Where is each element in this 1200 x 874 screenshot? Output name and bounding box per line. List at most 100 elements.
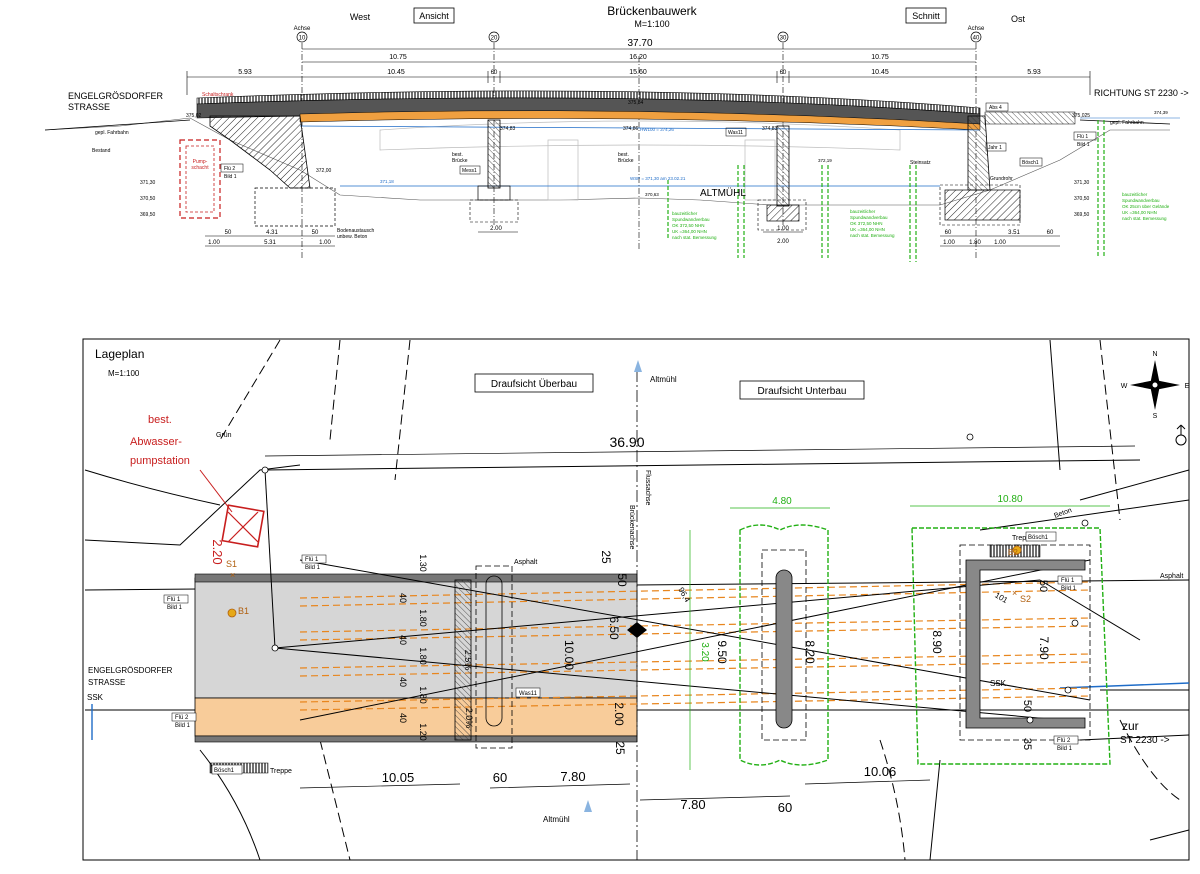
treppe-label-right: Treppe	[1012, 535, 1034, 542]
elevation-scale: M=1:100	[634, 19, 669, 29]
svg-text:2.00: 2.00	[490, 226, 502, 232]
brueckenachse-label: Brückenachse	[628, 505, 635, 549]
dim-10-45-right: 10.45	[871, 69, 889, 76]
level-370-50: 370,50	[140, 196, 156, 202]
elevation-view: Brückenbauwerk M=1:100 West Ost Ansicht …	[44, 4, 1189, 262]
right-foundation	[944, 189, 1021, 221]
svg-text:50: 50	[225, 230, 232, 236]
plan-view: Lageplan M=1:100 Draufsicht Überbau Drau…	[82, 338, 1190, 861]
svg-text:3.20: 3.20	[699, 642, 710, 662]
ueberbau-box	[474, 373, 594, 393]
left-road-label-2: STRASSE	[68, 102, 110, 112]
level-374-39: 374,39	[1154, 110, 1168, 115]
svg-text:Achse: Achse	[294, 26, 311, 32]
plan-road-label-1: ENGELGRÖSDORFER	[88, 666, 173, 675]
s1-cross-icon: ×	[230, 570, 235, 580]
level-375-02: 375,02	[186, 113, 202, 119]
svg-text:40: 40	[973, 36, 980, 42]
existing-bridge-outline	[379, 120, 901, 151]
svg-text:1.00: 1.00	[943, 240, 955, 246]
svg-text:50: 50	[312, 230, 319, 236]
existing-pier-2	[744, 139, 776, 201]
svg-text:Bild 1: Bild 1	[1057, 746, 1073, 752]
svg-text:20: 20	[491, 36, 498, 42]
level-370-63: 370,63	[645, 192, 659, 197]
svg-text:UK =364,00 NHN: UK =364,00 NHN	[1122, 210, 1157, 215]
svg-text:Jahr 1: Jahr 1	[988, 145, 1002, 151]
borehole-b2-icon	[1012, 545, 1022, 555]
terrain-line	[44, 117, 1170, 206]
svg-text:30: 30	[780, 36, 787, 42]
level-374-83: 374,83	[500, 126, 516, 132]
right-abutment	[967, 115, 991, 191]
svg-text:4.31: 4.31	[266, 230, 278, 236]
river-bottom-label: Altmühl	[543, 815, 570, 824]
svg-text:Achse: Achse	[968, 26, 985, 32]
svg-text:2.5%: 2.5%	[463, 650, 473, 671]
compass-e: E	[1185, 383, 1190, 390]
svg-text:1.00: 1.00	[777, 226, 789, 232]
compass-s: S	[1153, 413, 1158, 420]
dim-60-right: 60	[780, 70, 787, 76]
svg-text:bauzeitlicher: bauzeitlicher	[850, 209, 876, 214]
svg-text:10.00: 10.00	[562, 640, 576, 670]
sheet-pile-abutment-40	[911, 527, 1111, 765]
bosch-label-right: Bösch1	[1028, 535, 1049, 541]
road-line-right	[1079, 119, 1171, 125]
svg-text:Flü 2: Flü 2	[1057, 738, 1071, 744]
river-flow-icon-bottom	[584, 800, 592, 812]
ssk-line-right	[1059, 682, 1190, 689]
axis-marker-30: 30	[777, 31, 789, 43]
svg-text:gepl. Fahrbahn: gepl. Fahrbahn	[95, 130, 129, 136]
svg-text:1.00: 1.00	[319, 240, 331, 246]
s2-cross-icon: ×	[1012, 588, 1017, 598]
pier-30-excavation	[757, 199, 807, 231]
svg-text:Flü 1: Flü 1	[305, 557, 319, 563]
pier-30	[776, 125, 790, 207]
svg-text:8.90: 8.90	[930, 630, 944, 654]
svg-text:bauzeitlicher: bauzeitlicher	[672, 211, 698, 216]
bosch-label: Bösch1	[214, 768, 235, 774]
unterbau-label: Draufsicht Unterbau	[758, 386, 847, 397]
svg-text:Grundrohr: Grundrohr	[990, 176, 1013, 182]
svg-text:35: 35	[1021, 738, 1033, 750]
svg-text:40: 40	[398, 677, 408, 687]
svg-text:7.80: 7.80	[560, 769, 585, 784]
svg-text:Spundwandverbau: Spundwandverbau	[1122, 198, 1160, 203]
level-370-50-r: 370,50	[1074, 196, 1090, 202]
svg-text:Spundwandverbau: Spundwandverbau	[672, 217, 710, 222]
axis-marker-10: Achse 10	[294, 26, 311, 43]
svg-text:Bild 1: Bild 1	[1061, 586, 1077, 592]
plan-frame	[82, 338, 1190, 861]
svg-text:8.20: 8.20	[803, 640, 817, 664]
svg-text:60: 60	[1047, 230, 1054, 236]
zur-label-1: zur	[1122, 719, 1139, 733]
svg-text:50: 50	[1037, 580, 1049, 592]
pier-20	[487, 119, 501, 189]
dim-15-60: 15.60	[629, 69, 647, 76]
svg-text:1.30: 1.30	[418, 554, 428, 572]
svg-text:nach stat. Bemessung: nach stat. Bemessung	[1122, 216, 1167, 221]
svg-text:Mess1: Mess1	[462, 168, 477, 174]
svg-text:1.00: 1.00	[994, 240, 1006, 246]
svg-text:60: 60	[493, 770, 507, 785]
svg-text:25: 25	[613, 741, 627, 755]
plan-diagonals	[264, 459, 1141, 721]
b2-label: B2	[1008, 548, 1018, 557]
svg-text:10.06: 10.06	[864, 764, 897, 779]
svg-text:best.: best.	[618, 152, 629, 158]
svg-text:Bösch1: Bösch1	[1022, 160, 1039, 166]
compass-w: W	[1121, 383, 1128, 390]
svg-text:25: 25	[599, 550, 613, 564]
deck-curb-bottom	[194, 735, 638, 743]
svg-text:6.50: 6.50	[607, 616, 621, 640]
axis-diamond-icon	[627, 622, 647, 638]
bosch-box	[211, 764, 243, 775]
svg-text:40: 40	[398, 593, 408, 603]
svg-text:3.51: 3.51	[1008, 230, 1020, 236]
left-foundation	[254, 187, 336, 227]
svg-text:5.31: 5.31	[264, 240, 276, 246]
dim-16-20: 16.20	[629, 54, 647, 61]
left-road-label-1: ENGELGRÖSDORFER	[68, 91, 164, 101]
